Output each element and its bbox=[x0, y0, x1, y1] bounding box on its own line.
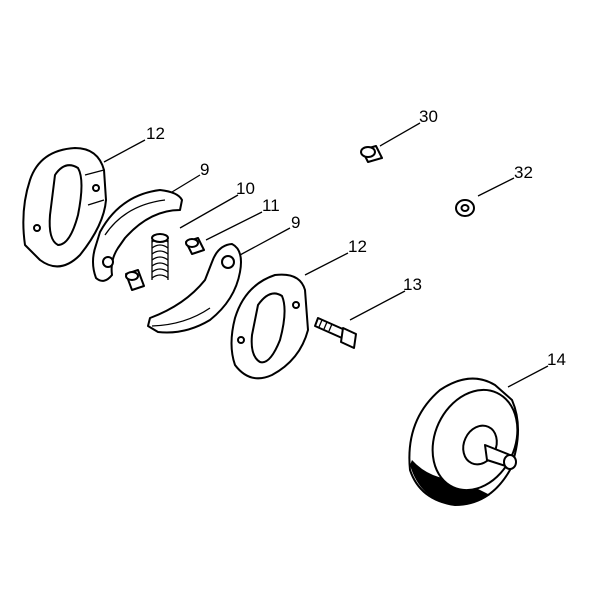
callout-32: 32 bbox=[514, 163, 533, 182]
callout-9-bottom: 9 bbox=[291, 213, 300, 232]
spring bbox=[151, 233, 169, 280]
cover-plate-right bbox=[230, 273, 309, 380]
callout-30: 30 bbox=[419, 107, 438, 126]
callout-13: 13 bbox=[403, 275, 422, 294]
washer bbox=[455, 199, 475, 217]
bushing bbox=[185, 237, 205, 255]
callout-14: 14 bbox=[547, 350, 566, 369]
callout-12-left: 12 bbox=[146, 124, 165, 143]
needle-bearing bbox=[360, 145, 383, 163]
callout-12-right: 12 bbox=[348, 237, 367, 256]
clutch-shoe-bottom bbox=[147, 243, 242, 334]
callout-10: 10 bbox=[236, 179, 255, 198]
clutch-shoe-top bbox=[92, 189, 183, 282]
callout-9-top: 9 bbox=[200, 160, 209, 179]
clutch-drum bbox=[408, 377, 520, 506]
bushing-small bbox=[125, 269, 145, 291]
callout-11: 11 bbox=[262, 196, 280, 215]
cover-plate-left bbox=[22, 147, 107, 268]
bolt bbox=[314, 317, 357, 349]
leader-lines bbox=[103, 122, 549, 388]
